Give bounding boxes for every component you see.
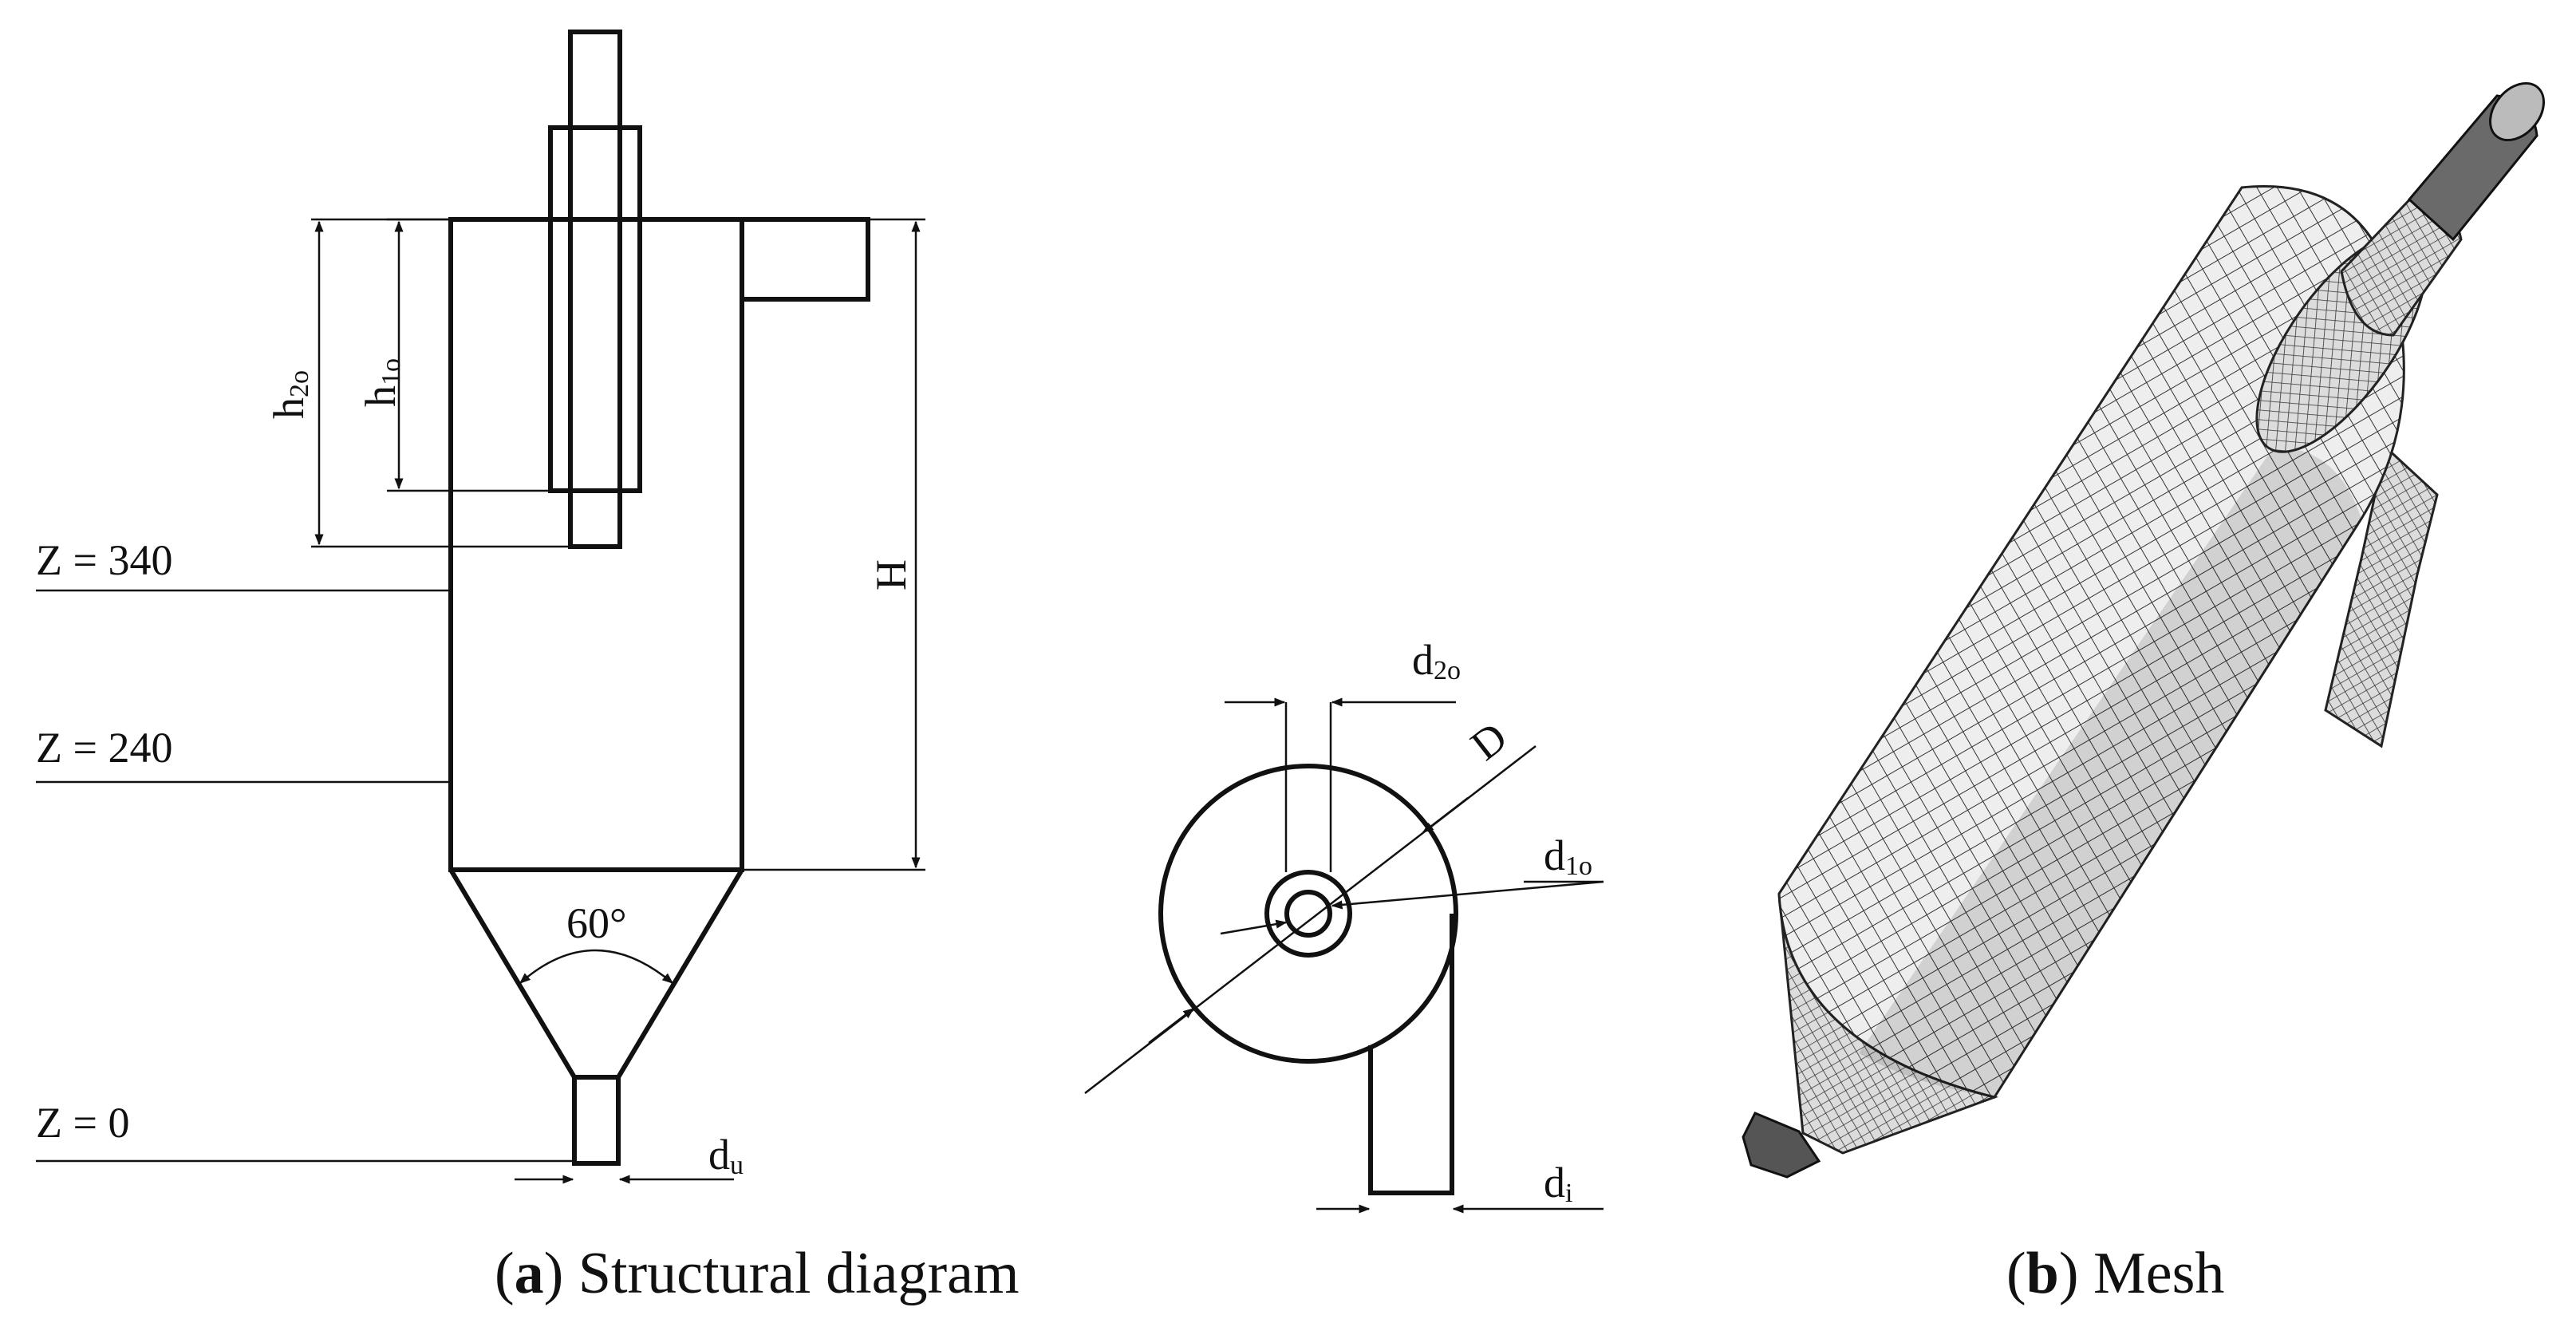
d1o-arrow-left	[1220, 919, 1288, 935]
inner-vortex-finder	[568, 30, 622, 549]
mesh-inlet-flap	[2324, 444, 2439, 748]
inlet-duct	[742, 217, 870, 302]
z0-label: Z = 0	[36, 1099, 129, 1147]
D-arrow-lower	[1148, 1008, 1195, 1044]
mesh-shading	[1859, 447, 2361, 1097]
mesh-cylinder	[1777, 185, 2405, 1099]
di-label: di	[1544, 1159, 1572, 1208]
caption-b: (b) Mesh	[2006, 1241, 2224, 1306]
side-view: 60° h2o h1o H Z = 340 Z = 240 Z = 0 du	[36, 30, 925, 1184]
top-view: d2o D d1o di	[1084, 636, 1604, 1214]
D-arrow-upper	[1422, 797, 1469, 833]
z340-label: Z = 340	[36, 536, 172, 584]
d1o-leader	[1331, 880, 1604, 910]
cone-angle-arc	[519, 949, 674, 984]
cone-outline	[448, 868, 744, 1079]
top-outer-vortex-ring	[1264, 870, 1352, 958]
H-label: H	[867, 559, 915, 590]
angle-label: 60°	[566, 899, 627, 947]
mesh-view	[1742, 81, 2545, 1179]
underflow-outlet	[572, 1075, 621, 1166]
z240-label: Z = 240	[36, 724, 172, 772]
d1o-label: d1o	[1544, 831, 1592, 881]
du-label: du	[708, 1131, 744, 1180]
top-inlet-duct	[1368, 914, 1454, 1195]
D-label: D	[1462, 713, 1516, 769]
cyclone-top-circle	[1158, 764, 1458, 1064]
d2o-label: d2o	[1412, 636, 1461, 685]
top-inner-vortex-ring	[1284, 890, 1332, 938]
h1o-label: h1o	[357, 358, 406, 407]
mesh-underflow-outlet	[1742, 1112, 1821, 1179]
h2o-label: h2o	[265, 370, 314, 419]
mesh-outlet-end	[2489, 81, 2545, 142]
caption-a: (a) Structural diagram	[495, 1241, 1020, 1306]
outer-vortex-finder	[548, 125, 642, 493]
